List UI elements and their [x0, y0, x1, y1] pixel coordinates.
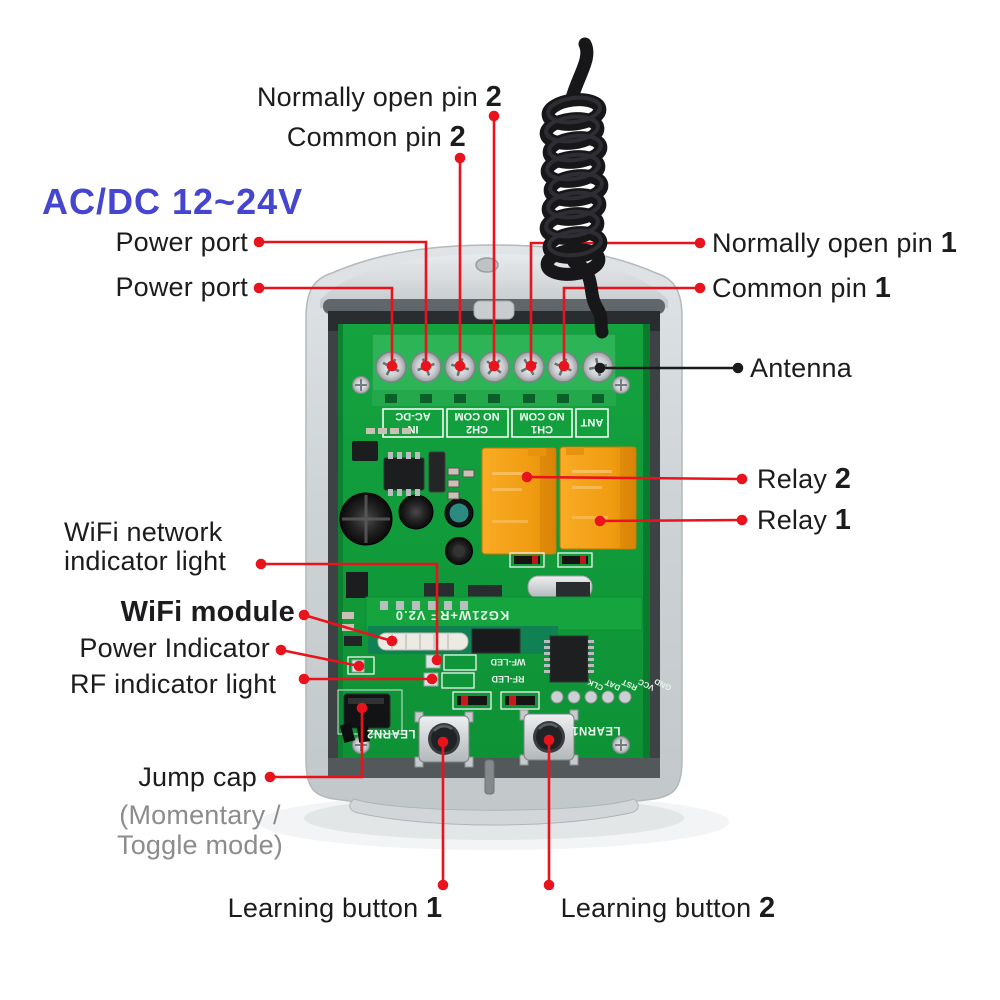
jump-cap — [337, 689, 403, 743]
relay-ch1 — [559, 446, 637, 550]
svg-text:IN: IN — [407, 423, 418, 435]
label-learning-button-2: Learning button 2 — [560, 892, 776, 924]
wifi-module: KG21W+RF V2.0 — [365, 596, 643, 654]
svg-text:CH2: CH2 — [466, 423, 488, 435]
label-power-port-2: Power port — [115, 272, 248, 302]
svg-text:AC-DC: AC-DC — [395, 410, 430, 422]
label-jump-cap: Jump cap — [138, 762, 257, 792]
antenna-wire — [539, 37, 609, 339]
label-rf-indicator: RF indicator light — [70, 669, 277, 699]
svg-text:CH1: CH1 — [531, 423, 553, 435]
capacitors — [339, 492, 474, 565]
label-power-indicator: Power Indicator — [79, 633, 270, 663]
label-relay-2: Relay 2 — [757, 463, 852, 495]
label-jump-cap-mode: (Momentary / Toggle mode) — [117, 800, 283, 860]
label-common-pin-2: Common pin 2 — [286, 121, 466, 153]
case-hole — [475, 257, 499, 273]
label-normally-open-pin-1: Normally open pin 1 — [712, 227, 958, 259]
svg-text:NO COM: NO COM — [454, 410, 499, 422]
label-learning-button-1: Learning button 1 — [227, 892, 443, 924]
label-wifi-module: WiFi module — [120, 596, 295, 628]
callout-lines — [259, 116, 743, 885]
relay-ch2 — [481, 447, 557, 555]
diodes — [452, 691, 540, 710]
callout-dots — [253, 110, 748, 891]
pcb-components — [342, 428, 593, 646]
label-common-pin-1: Common pin 1 — [712, 272, 892, 304]
label-normally-open-pin-2: Normally open pin 2 — [256, 81, 502, 113]
label-wifi-network-indicator: WiFi network indicator light — [64, 517, 227, 576]
label-power-port-1: Power port — [115, 227, 248, 257]
svg-text:WF-LED: WF-LED — [490, 657, 525, 667]
pcb: IN AC-DC CH2 NO COM CH1 NO COM ANT — [337, 324, 673, 768]
label-power-rating: AC/DC 12~24V — [42, 181, 304, 222]
case-slot — [484, 759, 495, 795]
label-antenna: Antenna — [750, 353, 852, 383]
svg-text:KG21W+RF V2.0: KG21W+RF V2.0 — [395, 608, 510, 623]
terminal-silkscreen: IN AC-DC CH2 NO COM CH1 NO COM ANT — [382, 408, 609, 438]
svg-text:LEARN2: LEARN2 — [366, 727, 415, 739]
svg-text:LEARN1: LEARN1 — [571, 724, 620, 736]
svg-text:RF-LED: RF-LED — [491, 674, 524, 684]
svg-text:NO COM: NO COM — [519, 410, 564, 422]
svg-text:ANT: ANT — [580, 416, 603, 428]
antenna-callout — [594, 362, 744, 374]
label-relay-1: Relay 1 — [757, 504, 852, 536]
